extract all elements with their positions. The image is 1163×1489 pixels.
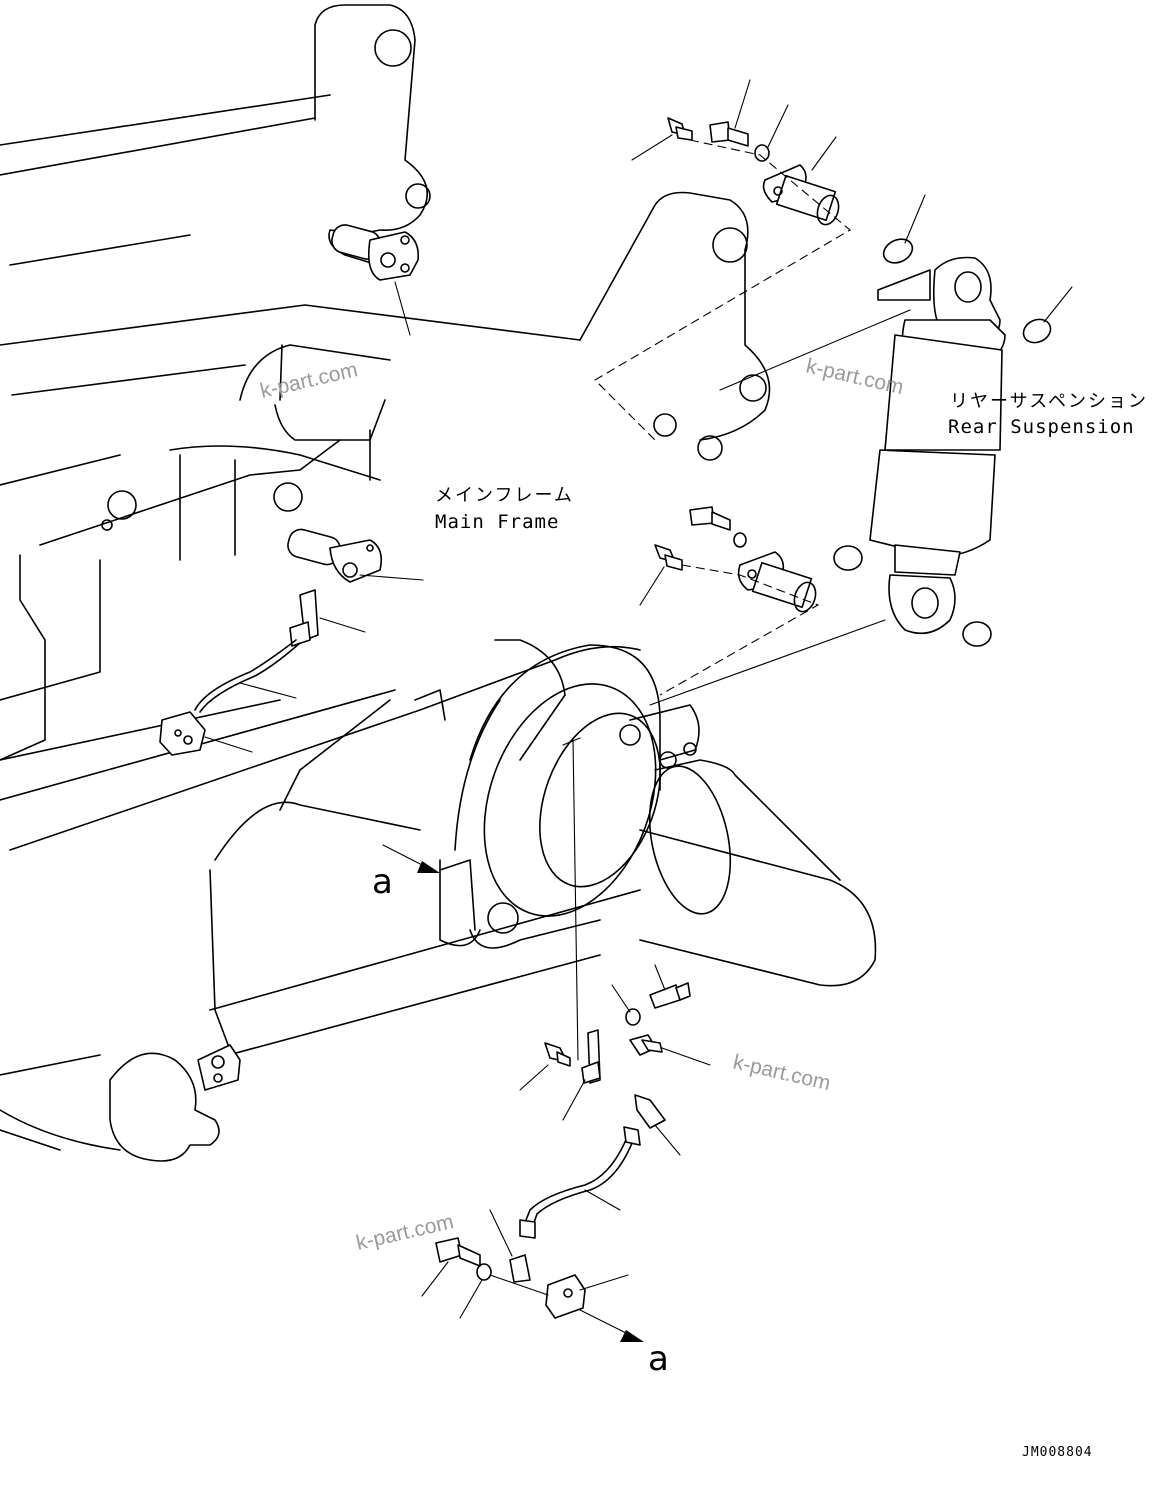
drawing-code: JM008804 [1022, 1445, 1093, 1460]
rear-suspension-label-jp: リヤーサスペンション [950, 391, 1148, 412]
view-ref-a-bottom: a [648, 1339, 669, 1379]
left-grease-line [159, 589, 366, 756]
rear-suspension-cylinder [649, 194, 1073, 706]
lower-pin-assembly [287, 528, 424, 583]
lower-grease-group [382, 737, 711, 1342]
middle-right-pin-group [639, 506, 820, 696]
watermark-3: k-part.com [731, 1050, 833, 1095]
watermark-1: k-part.com [258, 358, 360, 403]
upper-right-pin-group [594, 79, 851, 441]
view-ref-a-top: a [372, 862, 393, 902]
main-frame-label-en: Main Frame [435, 511, 559, 533]
rear-suspension-label-en: Rear Suspension [948, 416, 1135, 438]
watermark-2: k-part.com [804, 354, 906, 399]
upper-pin-assembly [328, 224, 420, 336]
main-frame-outline [0, 4, 877, 1162]
main-frame-label-jp: メインフレーム [435, 485, 574, 506]
